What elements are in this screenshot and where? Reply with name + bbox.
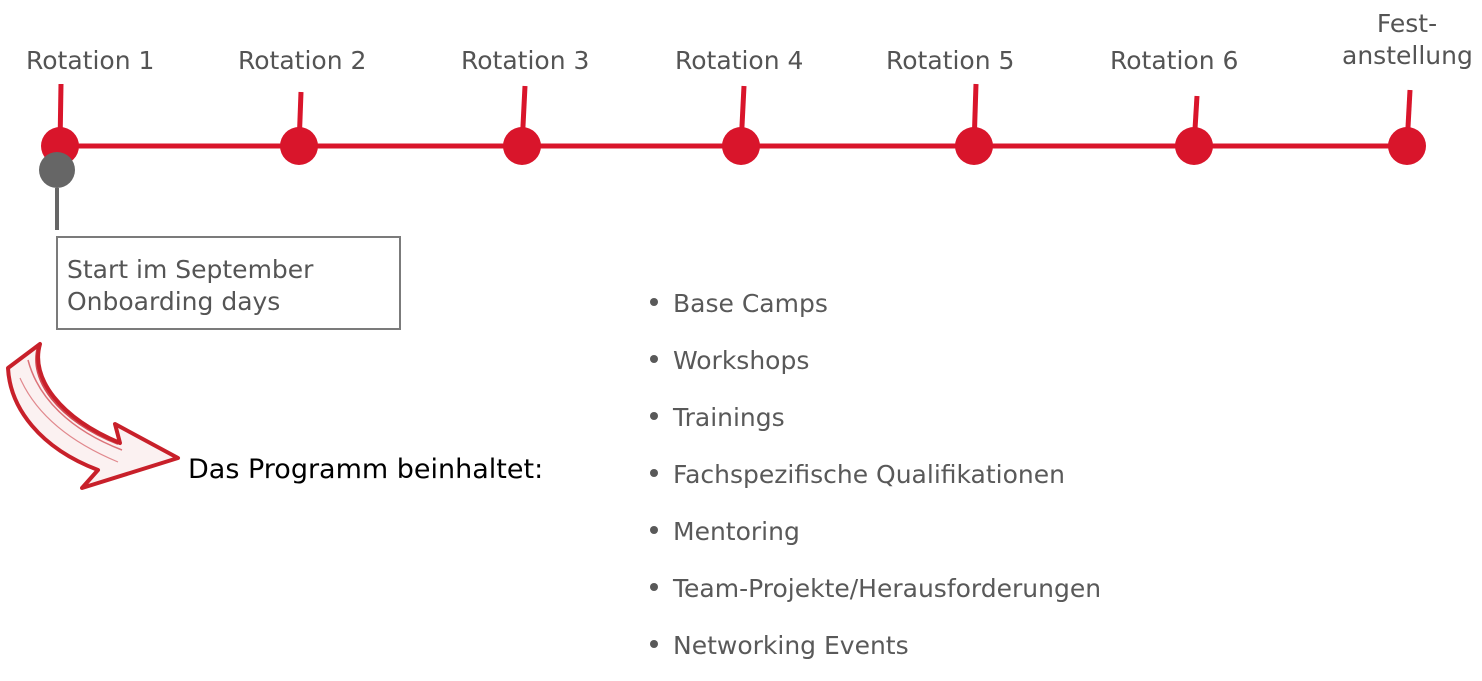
list-item: Mentoring <box>650 510 1101 567</box>
stage-label-rotation-2: Rotation 2 <box>238 46 367 75</box>
stage-label-rotation-3: Rotation 3 <box>461 46 590 75</box>
bullet-icon <box>650 640 658 648</box>
stage-label-festanstellung-line1: Fest- <box>1376 9 1438 38</box>
start-info-box: Start im September Onboarding days <box>56 236 401 330</box>
list-item: Trainings <box>650 396 1101 453</box>
stage-dot-5 <box>955 127 993 165</box>
stage-dot-3 <box>503 127 541 165</box>
stage-label-rotation-6: Rotation 6 <box>1110 46 1239 75</box>
timeline <box>39 83 1426 230</box>
bullet-icon <box>650 469 658 477</box>
list-item: Base Camps <box>650 282 1101 339</box>
curved-arrow-icon <box>6 342 180 490</box>
bullet-icon <box>650 412 658 420</box>
stage-label-rotation-5: Rotation 5 <box>886 46 1015 75</box>
start-info-line1: Start im September <box>67 255 314 284</box>
stage-label-festanstellung: Fest- anstellung <box>1342 8 1473 72</box>
program-feature-list: Base Camps Workshops Trainings Fachspezi… <box>650 282 1101 681</box>
list-item-label: Fachspezifische Qualifikationen <box>673 460 1065 489</box>
list-item: Networking Events <box>650 624 1101 681</box>
list-item: Fachspezifische Qualifikationen <box>650 453 1101 510</box>
stage-label-rotation-1: Rotation 1 <box>26 46 155 75</box>
stage-dot-4 <box>722 127 760 165</box>
list-item: Team-Projekte/Herausforderungen <box>650 567 1101 624</box>
program-label: Das Programm beinhaltet: <box>188 454 544 485</box>
list-item: Workshops <box>650 339 1101 396</box>
list-item-label: Workshops <box>673 346 810 375</box>
list-item-label: Base Camps <box>673 289 828 318</box>
list-item-label: Trainings <box>673 403 785 432</box>
list-item-label: Mentoring <box>673 517 800 546</box>
list-item-label: Team-Projekte/Herausforderungen <box>673 574 1102 603</box>
stage-dot-2 <box>280 127 318 165</box>
bullet-icon <box>650 583 658 591</box>
start-marker <box>39 152 75 188</box>
start-info-line2: Onboarding days <box>67 287 281 316</box>
stage-label-rotation-4: Rotation 4 <box>675 46 804 75</box>
stage-dot-7 <box>1388 127 1426 165</box>
bullet-icon <box>650 526 658 534</box>
stage-label-festanstellung-line2: anstellung <box>1342 41 1473 70</box>
bullet-icon <box>650 298 658 306</box>
bullet-icon <box>650 355 658 363</box>
stage-dot-6 <box>1175 127 1213 165</box>
list-item-label: Networking Events <box>673 631 909 660</box>
